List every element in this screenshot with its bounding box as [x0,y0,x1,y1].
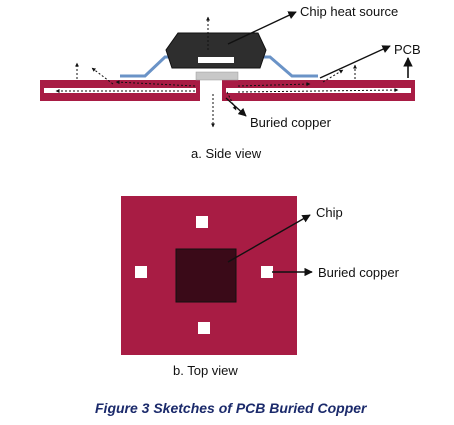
side-view-diagram: Chip heat source PCB Buried copper a. Si… [40,4,421,161]
via-left [135,266,147,278]
pointer-buried-copper [225,97,247,117]
pcb-left-inner-line [44,88,196,93]
chip-lead-left [120,55,175,78]
chip-body [165,32,267,69]
pointer-chip [227,214,311,263]
heat-arrow-right-upper [237,82,311,87]
label-chip-heat-source: Chip heat source [300,4,398,19]
heat-arrow-down-right [226,91,237,111]
via-top [196,216,208,228]
pointer-chip-heat-source [227,11,297,45]
pointer-pcb [319,45,391,79]
label-buried-copper-side: Buried copper [250,115,332,130]
heat-arrow-left-upper [115,80,196,87]
caption-side-view: a. Side view [191,146,262,161]
label-buried-copper-top: Buried copper [318,265,400,280]
heat-arrow-right-lower [237,88,399,93]
chip-die-window [198,57,234,63]
chip-lead-right [260,55,318,78]
via-right [261,266,273,278]
buried-copper-pad [195,71,239,81]
chip-top-view [175,248,237,303]
label-chip: Chip [316,205,343,220]
figure-caption: Figure 3 Sketches of PCB Buried Copper [95,400,368,416]
caption-top-view: b. Top view [173,363,238,378]
top-view-diagram: Chip Buried copper b. Top view [121,196,400,378]
label-pcb: PCB [394,42,421,57]
heat-arrow-left-diag [91,67,114,85]
via-bottom [198,322,210,334]
